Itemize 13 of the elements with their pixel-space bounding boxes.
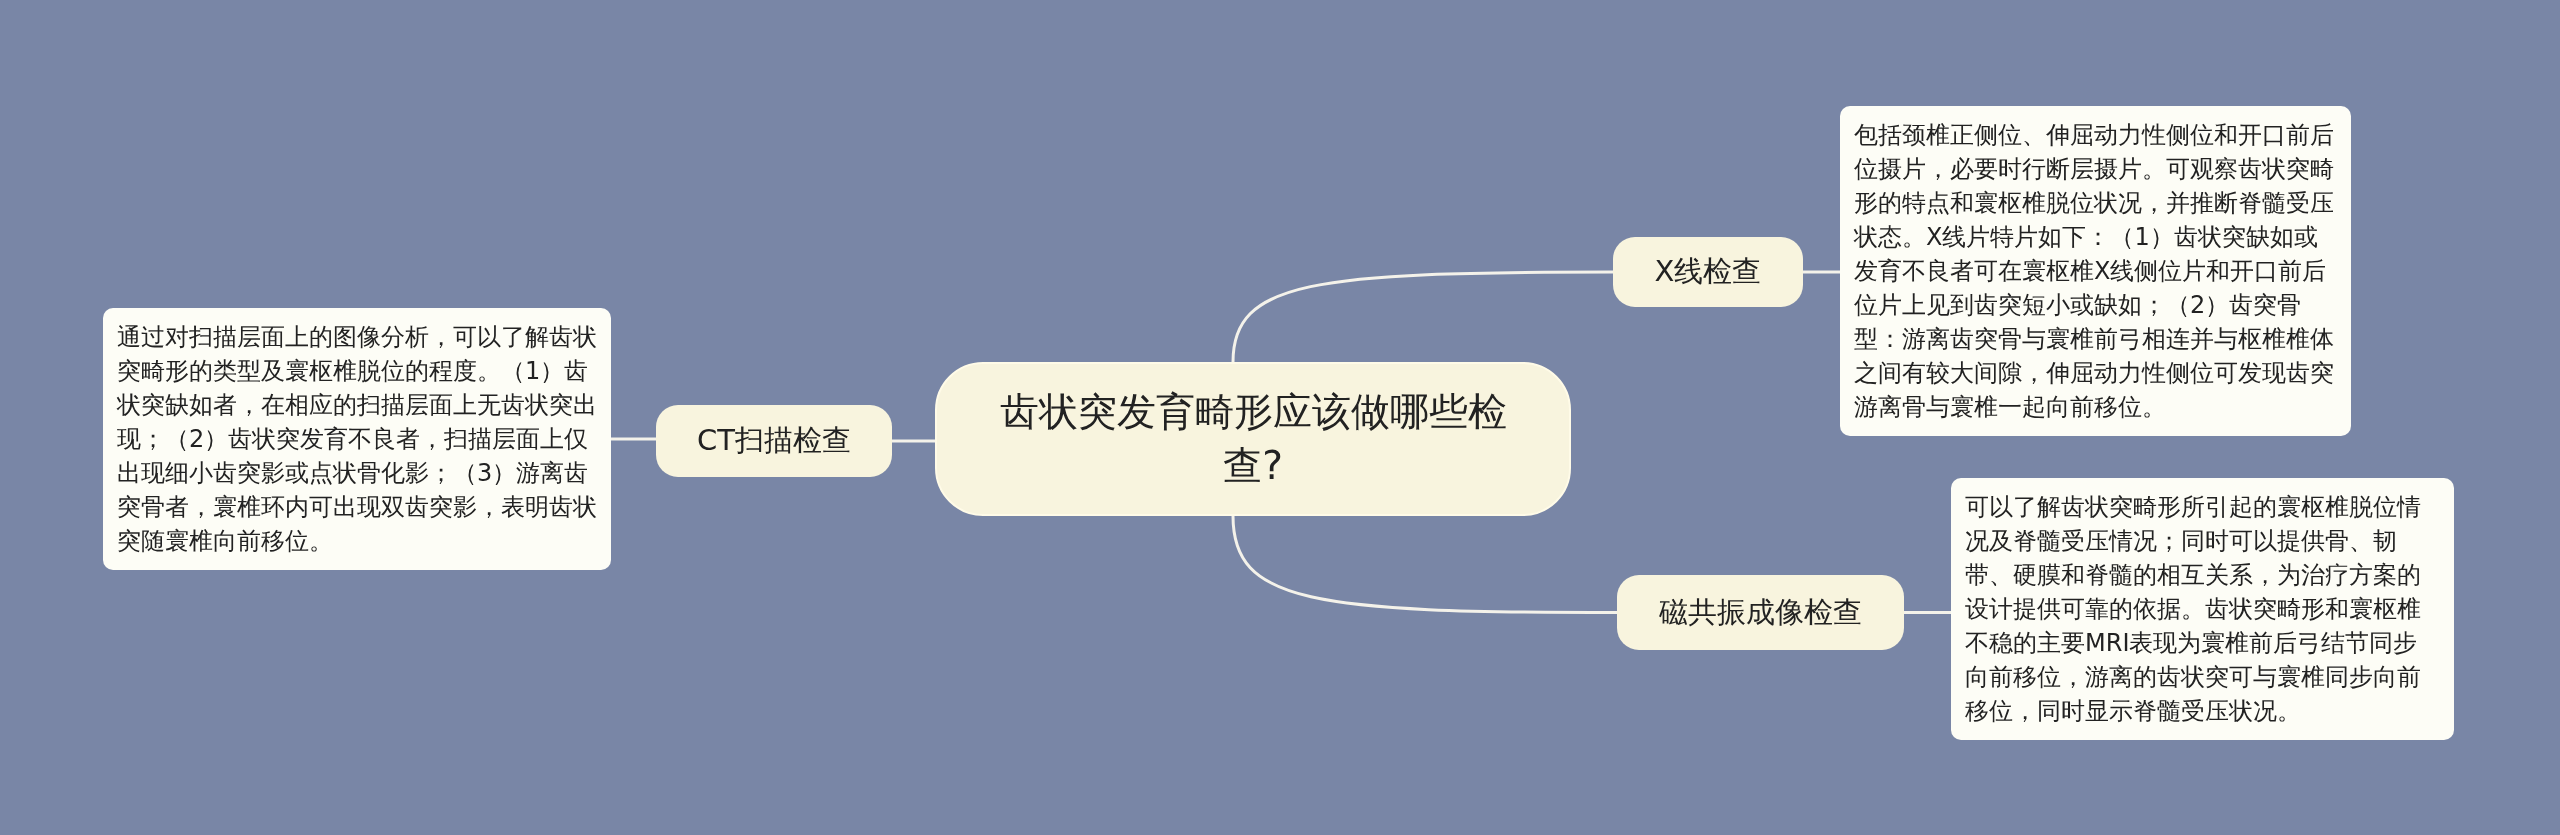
connector-line: [1803, 270, 1840, 274]
branch-topic: X线检查: [1613, 237, 1803, 307]
note-box: 可以了解齿状突畸形所引起的寰枢椎脱位情况及脊髓受压情况；同时可以提供骨、韧带、硬膜和脊髓的相互关系，为治疗方案的设计提供可靠的依据。齿状突畸形和寰枢椎不稳的主要MRI表现为寰椎前后弓结节同步向前移位，游离的齿状突可与寰椎同步向前移位，同时显示脊髓受压状况。: [1951, 478, 2454, 740]
connector-line: [1231, 270, 1613, 363]
branch-topic: 磁共振成像检查: [1617, 575, 1904, 650]
note-box: 包括颈椎正侧位、伸屈动力性侧位和开口前后位摄片，必要时行断层摄片。可观察齿状突畸形的特点和寰枢椎脱位状况，并推断脊髓受压状态。X线片特片如下：（1）齿状突缺如或发育不良者可在寰枢椎X线侧位片和开口前后位片上见到齿突短小或缺如；（2）齿突骨型：游离齿突骨与寰椎前弓相连并与枢椎椎体之间有较大间隙，伸屈动力性侧位可发现齿突游离骨与寰椎一起向前移位。: [1840, 106, 2351, 436]
central-topic: 齿状突发育畸形应该做哪些检查?: [935, 362, 1571, 516]
note-box: 通过对扫描层面上的图像分析，可以了解齿状突畸形的类型及寰枢椎脱位的程度。（1）齿状突缺如者，在相应的扫描层面上无齿状突出现；（2）齿状突发育不良者，扫描层面上仅出现细小齿突影或点状骨化影；（3）游离齿突骨者，寰椎环内可出现双齿突影，表明齿状突随寰椎向前移位。: [103, 308, 611, 570]
connector-line: [1231, 515, 1617, 614]
connector-line: [611, 437, 656, 441]
connector-line: [1904, 611, 1951, 614]
branch-topic: CT扫描检查: [656, 405, 892, 477]
connector-line: [892, 439, 935, 443]
